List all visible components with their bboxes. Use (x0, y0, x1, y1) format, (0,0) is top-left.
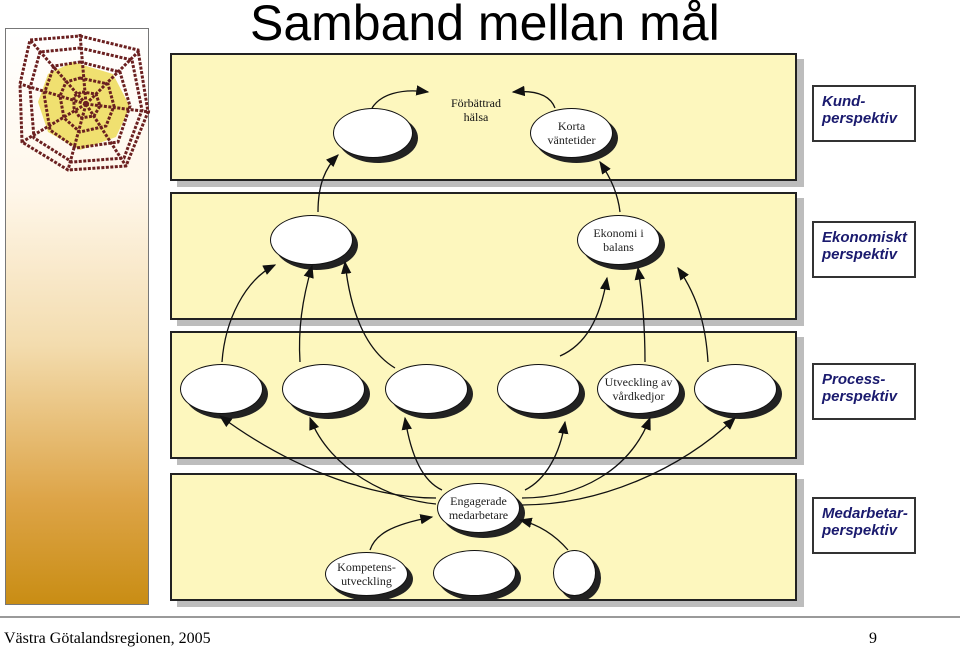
goal-kompetensutveckling: Kompetens- utveckling (325, 552, 408, 596)
goal-ellipse-empty (694, 364, 777, 414)
goal-ellipse-empty (385, 364, 468, 414)
footer-organization: Västra Götalandsregionen, 2005 (4, 630, 211, 647)
band-ekonomi (170, 192, 797, 320)
footer-page-number: 9 (869, 630, 877, 647)
perspective-process: Process- perspektiv (812, 363, 916, 420)
footer-divider (0, 616, 960, 618)
perspective-kund: Kund- perspektiv (812, 85, 916, 142)
goal-ellipse-empty (282, 364, 365, 414)
goal-ekonomi-i-balans: Ekonomi i balans (577, 215, 660, 265)
spiderweb-icon (18, 33, 151, 172)
goal-utveckling-vardkedjor: Utveckling av vårdkedjor (597, 364, 680, 414)
band-process (170, 331, 797, 459)
goal-ellipse-empty (497, 364, 580, 414)
band-kund (170, 53, 797, 181)
goal-ellipse-empty (433, 550, 516, 596)
goal-korta-vantetider: Korta väntetider (530, 108, 613, 158)
goal-ellipse-empty (180, 364, 263, 414)
goal-forbattrad-halsa: Förbättrad hälsa (451, 96, 501, 124)
goal-ellipse-empty (270, 215, 353, 265)
perspective-medarbetare: Medarbetar- perspektiv (812, 497, 916, 554)
perspective-ekonomi: Ekonomiskt perspektiv (812, 221, 916, 278)
goal-engagerade-medarbetare: Engagerade medarbetare (437, 483, 520, 533)
goal-ellipse-empty (333, 108, 413, 158)
slide-title: Samband mellan mål (250, 0, 720, 51)
goal-ellipse-empty (553, 550, 596, 596)
